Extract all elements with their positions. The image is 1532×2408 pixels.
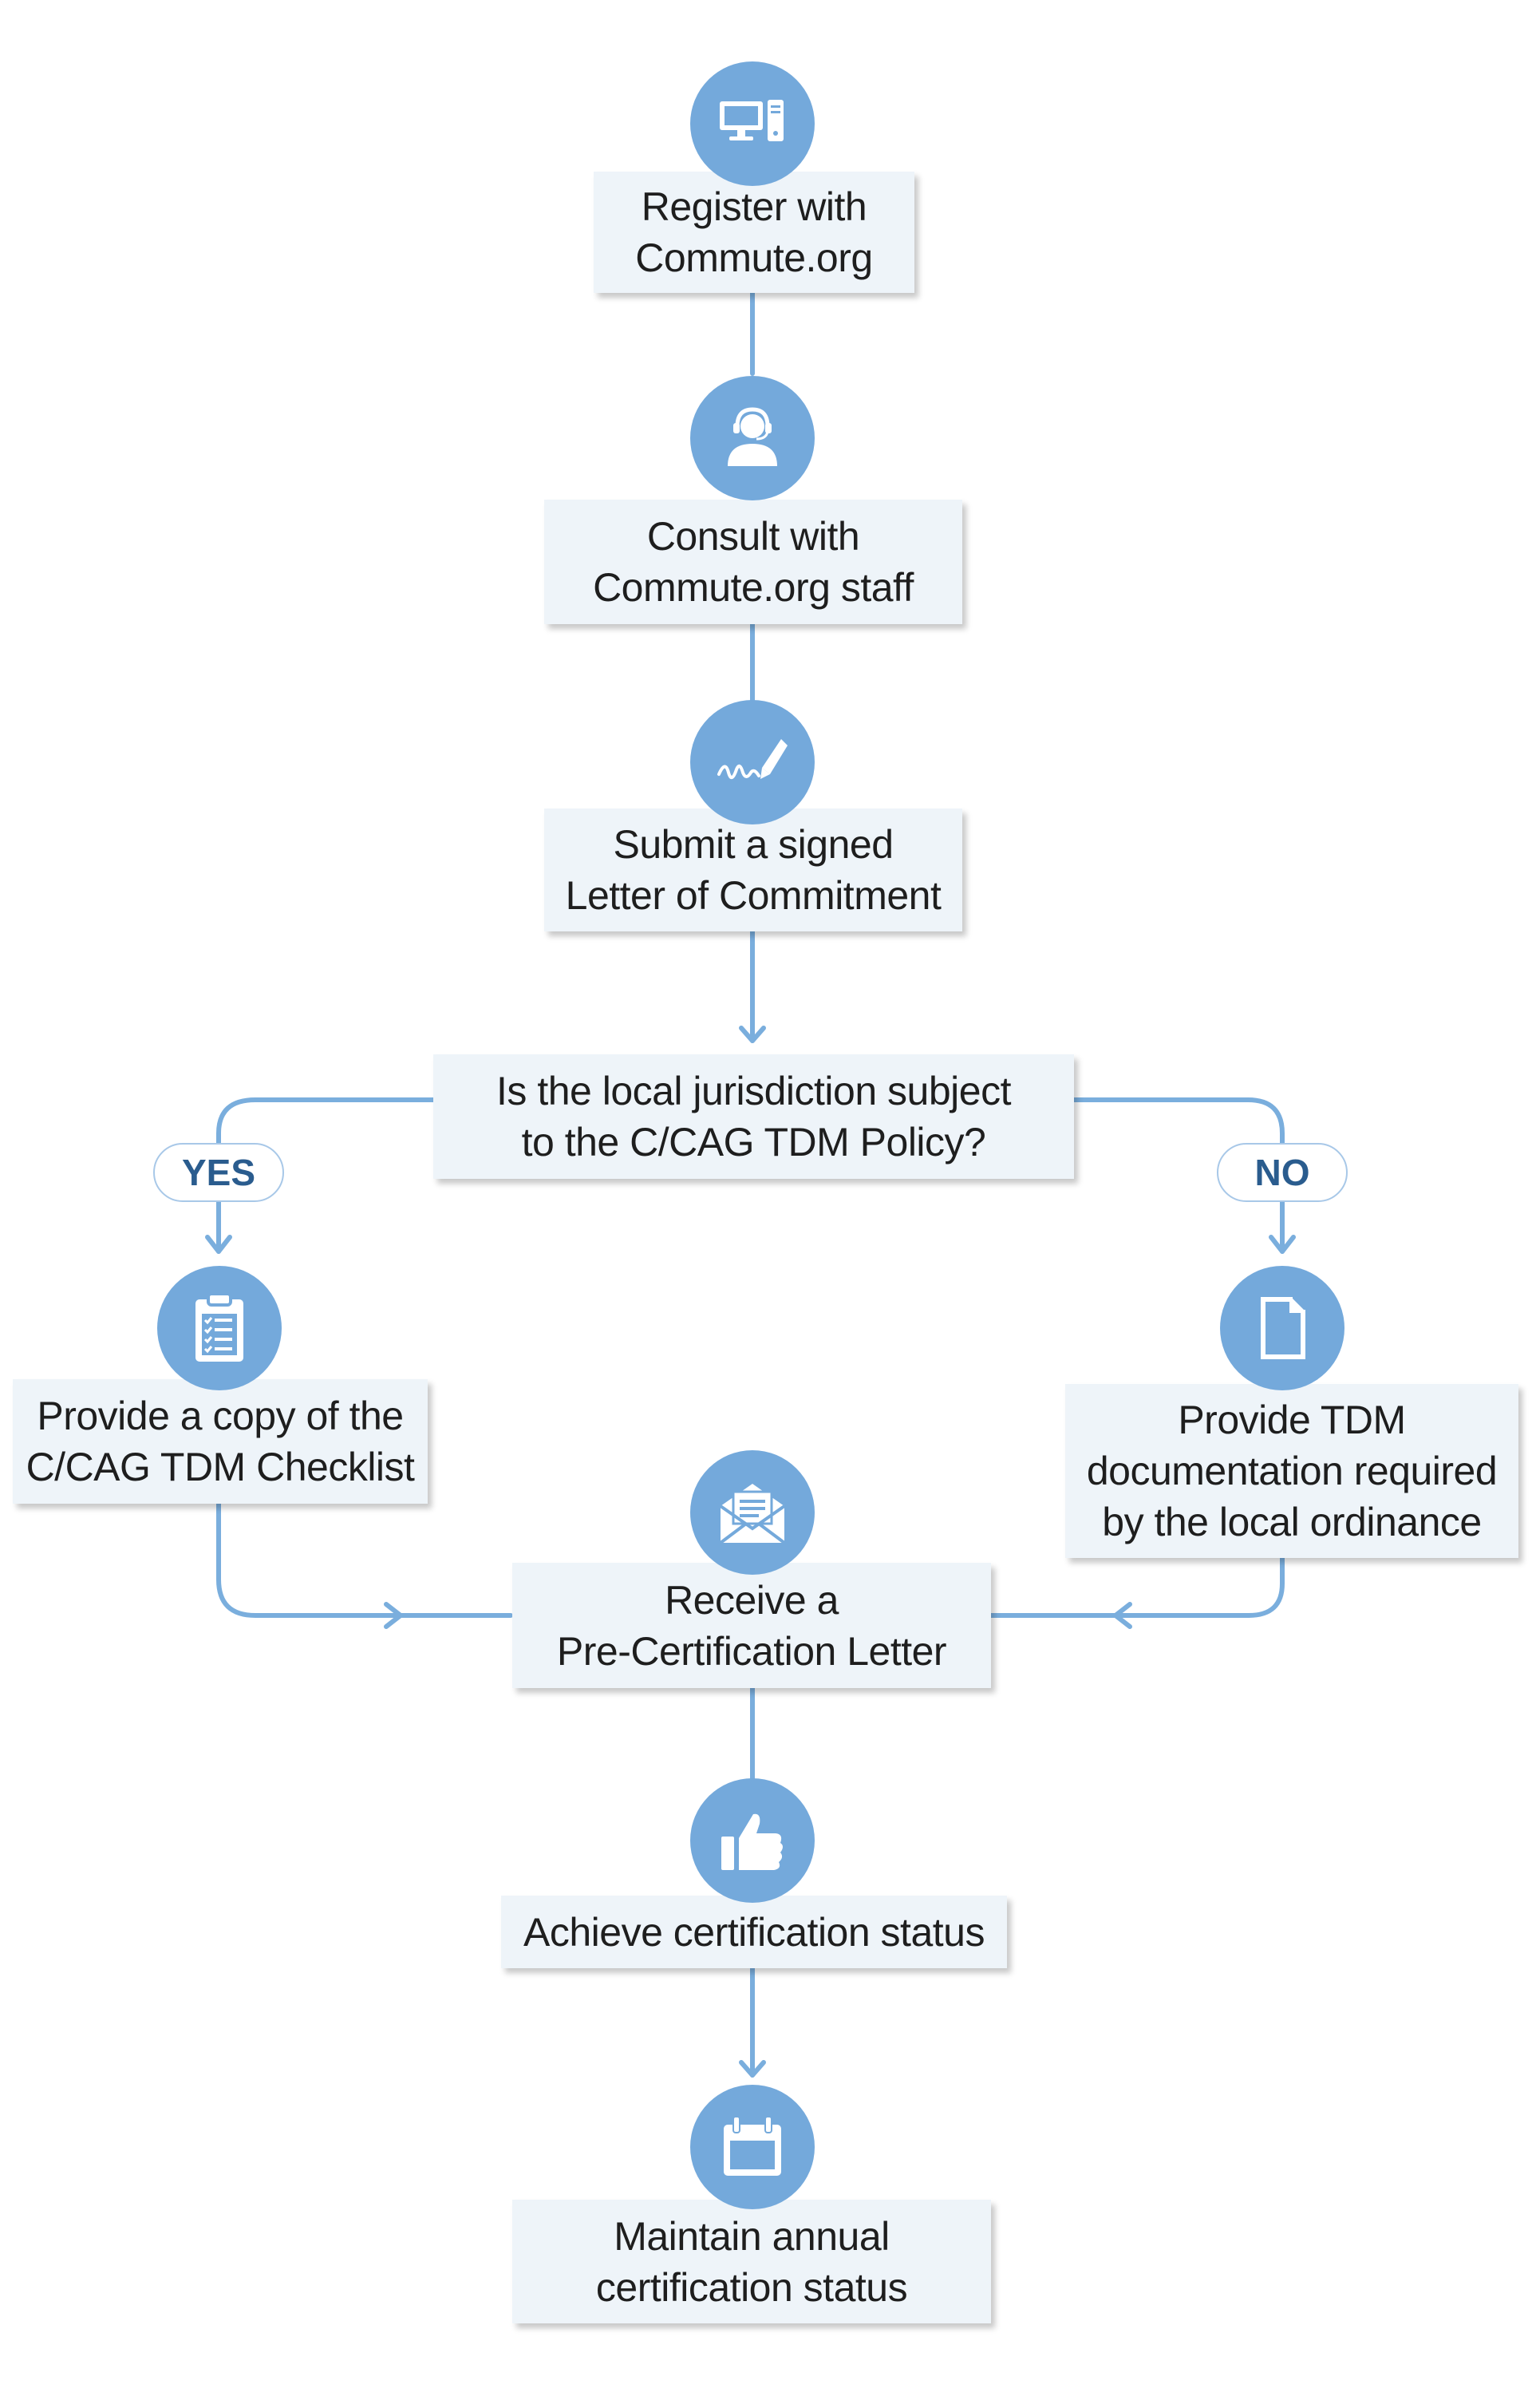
step-receive: Receive a Pre-Certification Letter — [512, 1563, 991, 1688]
connector-no-branch — [1072, 1097, 1285, 1254]
decision-question-label: Is the local jurisdiction subject to the… — [496, 1069, 1011, 1164]
step-submit-label: Submit a signed Letter of Commitment — [565, 822, 942, 918]
envelope-letter-icon — [690, 1450, 815, 1575]
thumbs-up-icon — [690, 1778, 815, 1903]
step-achieve: Achieve certification status — [501, 1896, 1007, 1968]
step-maintain-label: Maintain annual certification status — [595, 2213, 908, 2310]
step-consult: Consult with Commute.org staff — [544, 500, 962, 624]
calendar-icon — [690, 2085, 815, 2209]
arrowhead-documentation-receive — [1113, 1602, 1132, 1629]
step-achieve-label: Achieve certification status — [523, 1909, 985, 1955]
connector-documentation-receive — [989, 1556, 1285, 1618]
arrowhead-maintain — [739, 2060, 766, 2078]
step-register: Register with Commute.org — [594, 172, 914, 293]
step-submit: Submit a signed Letter of Commitment — [544, 809, 962, 931]
step-documentation-label: Provide TDM documentation required by th… — [1086, 1398, 1498, 1544]
decision-question: Is the local jurisdiction subject to the… — [433, 1054, 1074, 1179]
step-register-label: Register with Commute.org — [635, 184, 873, 280]
clipboard-checklist-icon — [157, 1266, 282, 1390]
desktop-computer-icon — [690, 61, 815, 186]
step-documentation: Provide TDM documentation required by th… — [1065, 1384, 1518, 1558]
arrowhead-question — [739, 1026, 766, 1043]
arrowhead-checklist-receive — [384, 1602, 403, 1629]
arrowhead-no — [1269, 1235, 1296, 1254]
step-checklist: Provide a copy of the C/CAG TDM Checklis… — [13, 1379, 428, 1504]
yes-branch-label: YES — [153, 1143, 284, 1202]
connector-checklist-receive — [216, 1501, 513, 1618]
document-icon — [1220, 1266, 1344, 1390]
step-receive-label: Receive a Pre-Certification Letter — [556, 1577, 947, 1674]
step-consult-label: Consult with Commute.org staff — [593, 514, 914, 610]
no-branch-label: NO — [1217, 1143, 1348, 1202]
step-maintain: Maintain annual certification status — [512, 2200, 991, 2323]
connector-yes-branch — [216, 1097, 436, 1254]
signature-pen-icon — [690, 700, 815, 824]
arrowhead-yes — [205, 1235, 232, 1254]
step-checklist-label: Provide a copy of the C/CAG TDM Checklis… — [26, 1394, 415, 1489]
headset-agent-icon — [690, 376, 815, 500]
